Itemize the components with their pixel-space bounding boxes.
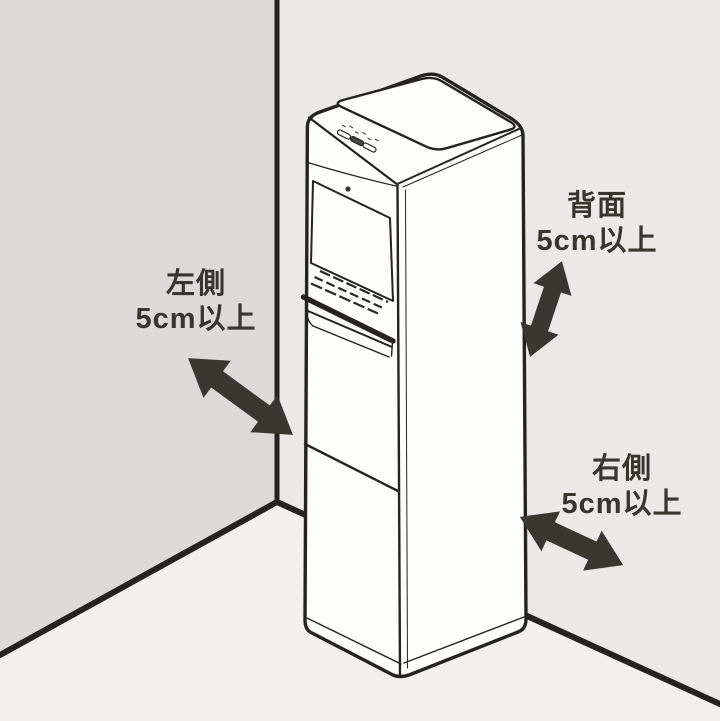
top-right-curve bbox=[402, 134, 523, 188]
kick-plate-right bbox=[403, 616, 525, 664]
left-clearance-label: 左側 5cm以上 bbox=[101, 267, 291, 337]
top-front-fold bbox=[307, 116, 398, 185]
status-led-icon bbox=[345, 186, 351, 192]
back-clearance-label: 背面 5cm以上 bbox=[502, 189, 692, 259]
kick-plate-front bbox=[306, 617, 402, 665]
floor-line-left bbox=[0, 499, 280, 658]
left-clearance-double-arrow-icon bbox=[188, 358, 293, 435]
top-lid bbox=[336, 76, 516, 151]
front-right-curve bbox=[405, 189, 408, 669]
left-clearance-side: 左側 bbox=[165, 268, 226, 300]
control-button-3 bbox=[362, 137, 379, 153]
water-dispenser-illustration bbox=[300, 72, 528, 679]
right-clearance-label: 右側 5cm以上 bbox=[527, 452, 717, 522]
left-wall bbox=[0, 0, 277, 655]
left-clearance-value: 5cm以上 bbox=[135, 303, 257, 335]
right-clearance-side: 右側 bbox=[591, 453, 652, 485]
drip-tray bbox=[300, 294, 396, 358]
back-clearance-side: 背面 bbox=[566, 190, 627, 222]
top-right-fold bbox=[397, 127, 522, 185]
dispense-window bbox=[310, 180, 394, 302]
back-clearance-double-arrow-icon bbox=[520, 261, 572, 357]
top-front-curve bbox=[305, 161, 397, 187]
lower-door-seam bbox=[303, 442, 400, 493]
drip-tray-grille bbox=[310, 269, 389, 315]
front-right-edge bbox=[396, 182, 402, 678]
back-clearance-value: 5cm以上 bbox=[536, 225, 658, 257]
right-clearance-value: 5cm以上 bbox=[561, 488, 683, 520]
control-panel bbox=[336, 124, 379, 153]
dispenser-body bbox=[303, 72, 528, 679]
right-clearance-double-arrow-icon bbox=[519, 511, 624, 571]
